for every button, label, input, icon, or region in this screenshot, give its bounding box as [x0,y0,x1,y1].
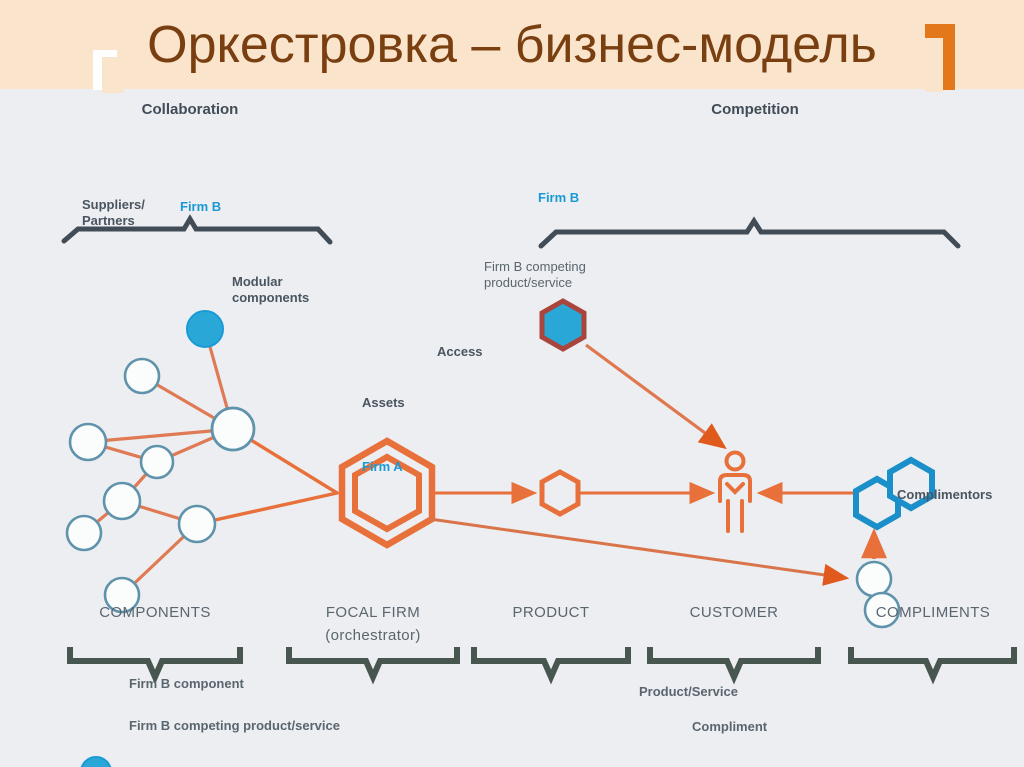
legend-firm-b-component-icon [80,756,112,767]
suppliers-partners-label: Suppliers/ Partners [82,197,145,228]
category-label-customer: CUSTOMER [689,604,779,621]
category-label-focal-firm: FOCAL FIRM [325,604,421,621]
legend-label-firm-b-competing: Firm B competing product/service [129,718,340,733]
diagram-canvas: Collaboration Competition Suppliers/ Par… [0,89,1024,767]
firm-b-left-label: Firm B [180,199,222,214]
competition-bracket-label: Competition [711,101,799,118]
firm-a-label: Firm A [362,459,403,474]
compliment-hexagon-right [887,456,935,512]
product-service-hexagon [539,469,581,517]
firm-b-competing-hexagon [539,298,587,352]
access-label: Access [437,344,483,359]
firm-b-component-node [186,310,224,348]
assets-arrow-to-complimentor [429,517,850,586]
customer-person-icon [718,450,752,533]
assets-hexagon-outer [338,437,436,549]
firm-b-competing-arrow-to-customer [585,343,727,450]
category-label-compliments: COMPLIMENTS [875,604,991,621]
orchestration-diagram [61,214,1017,767]
modular-components-label: Modular components [232,274,310,305]
title-left-bracket-notch [102,57,124,93]
assets-label: Assets [362,395,405,410]
slide-title-bar: Оркестровка – бизнес-модель [0,0,1024,93]
page-title: Оркестровка – бизнес-модель [147,15,877,74]
assets-hexagon-inner [352,453,422,533]
legend-label-product-service: Product/Service [639,684,738,699]
firm-b-right-label: Firm B [538,190,580,205]
category-sublabel-orchestrator: (orchestrator) [325,627,421,644]
bottom-brackets [67,647,1017,685]
legend-label-compliment: Compliment [692,719,768,734]
competition-bracket [538,216,961,249]
category-label-components: COMPONENTS [99,604,211,621]
complimentor-circle-lower [863,591,901,629]
category-label-product: PRODUCT [512,604,590,621]
supplier-network-nodes [65,357,256,614]
legend-label-firm-b-component: Firm B component [129,676,244,691]
firm-b-competing-label: Firm B competing product/service [484,259,586,290]
collaboration-bracket-label: Collaboration [141,101,239,118]
collaboration-bracket [61,214,333,245]
complimentor-circle-upper [855,560,893,598]
complimentors-label: Complimentors [897,487,993,502]
title-right-bracket-notch [925,38,943,92]
